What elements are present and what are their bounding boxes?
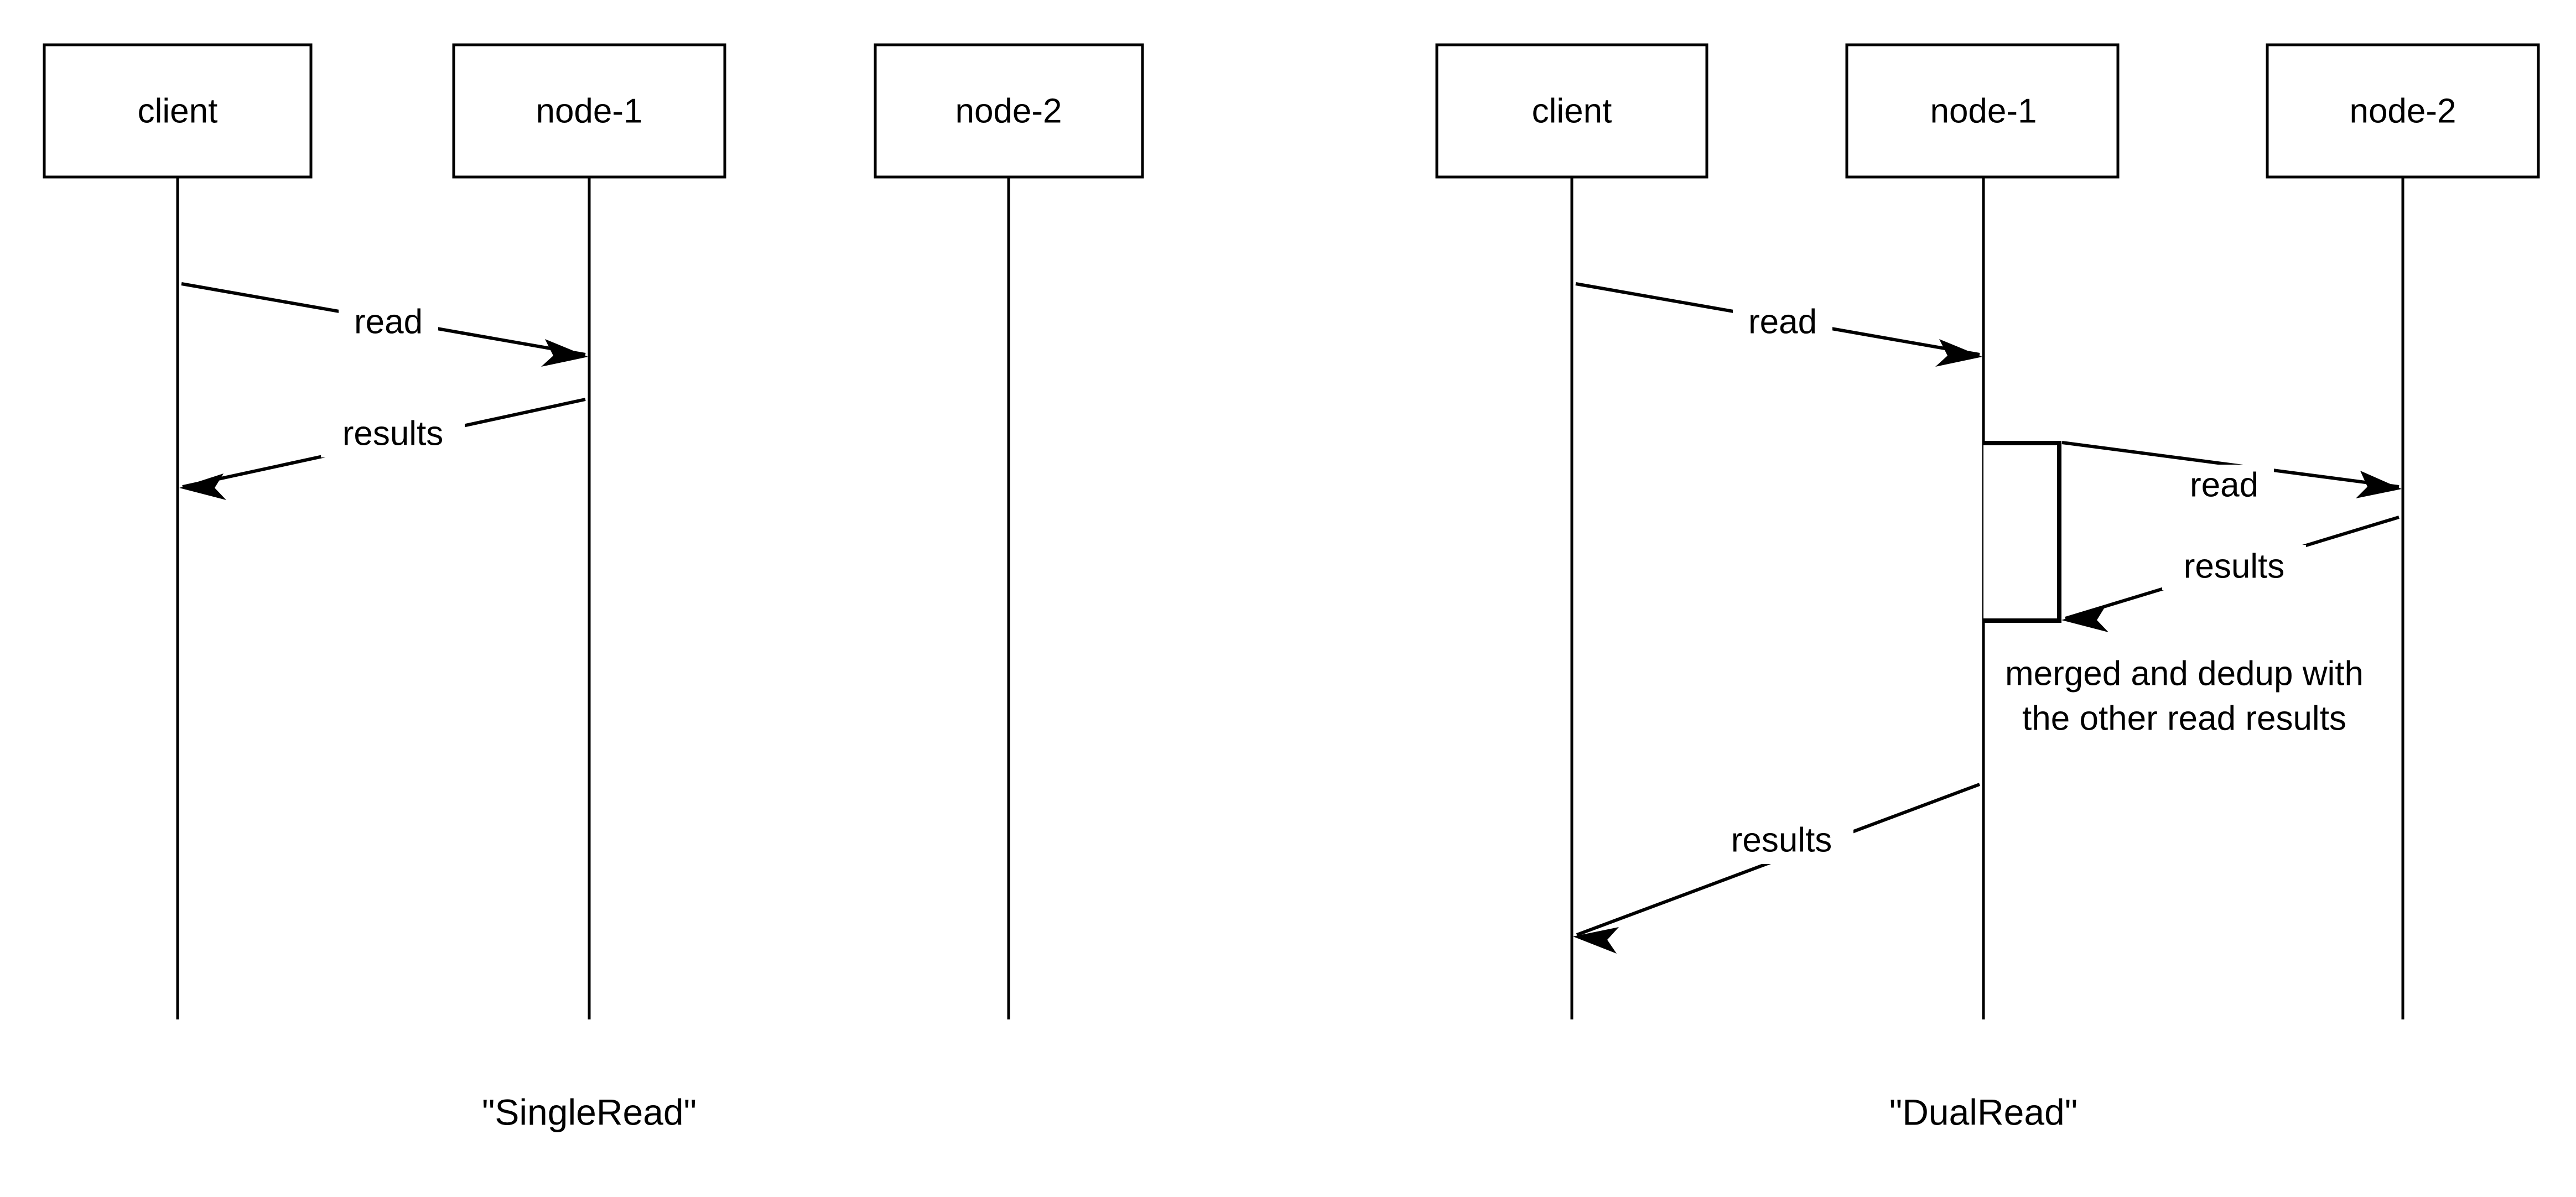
arrow-head-icon [541,339,588,367]
arrow-head-icon [1935,339,1982,367]
participant-label: node-2 [2349,92,2456,130]
diagram-single-read: client node-1 node-2 read [43,43,1144,1132]
message-read-client-node1-dual[interactable]: read [1575,282,1982,367]
participant-node-2-dual[interactable]: node-2 [2266,43,2540,179]
message-label: read [2190,466,2258,504]
message-label: results [1731,821,1832,859]
participant-label: node-1 [536,92,642,130]
message-read-single[interactable]: read [181,282,588,367]
note-merged-dedup: merged and dedup with the other read res… [2005,654,2364,737]
message-label: read [1748,303,1817,341]
participant-box[interactable] [452,43,726,179]
note-line-1: merged and dedup with [2005,654,2364,693]
label-backdrop [2174,465,2274,508]
arrow-head-icon [1573,927,1619,954]
participant-node-1-single[interactable]: node-1 [452,43,726,179]
participant-label: client [138,92,218,130]
arrow-head-icon [2356,471,2402,498]
participant-label: node-1 [1930,92,2037,130]
message-read-node1-node2-dual[interactable]: read [2061,441,2402,508]
participant-box[interactable] [43,43,313,179]
participant-box[interactable] [874,43,1144,179]
diagram-caption-single-read: "SingleRead" [482,1091,697,1132]
message-label: results [342,414,444,452]
diagram-caption-dual-read: "DualRead" [1889,1091,2078,1132]
label-backdrop [339,301,438,345]
arrow-head-icon [2061,606,2108,632]
label-backdrop [1733,301,1832,345]
message-results-single[interactable]: results [179,398,586,500]
note-line-2: the other read results [2022,699,2346,737]
label-backdrop [1710,819,1853,864]
diagram-dual-read: client node-1 node-2 read [1435,43,2540,1132]
participant-label: client [1532,92,1612,130]
participant-node-1-dual[interactable]: node-1 [1845,43,2120,179]
participant-node-2-single[interactable]: node-2 [874,43,1144,179]
message-results-node2-node1-dual[interactable]: results [2061,516,2400,632]
arrow-head-icon [179,473,226,500]
label-backdrop [2162,545,2306,590]
participant-box[interactable] [2266,43,2540,179]
participant-label: node-2 [955,92,1062,130]
label-backdrop [321,412,465,457]
participant-client-dual[interactable]: client [1435,43,1708,179]
participant-client-single[interactable]: client [43,43,313,179]
participant-box[interactable] [1435,43,1708,179]
message-label: results [2184,547,2285,585]
message-results-node1-client-dual[interactable]: results [1573,783,1981,954]
message-label: read [354,303,423,341]
activation-bar-node-1 [1983,441,2061,623]
participant-box[interactable] [1845,43,2120,179]
